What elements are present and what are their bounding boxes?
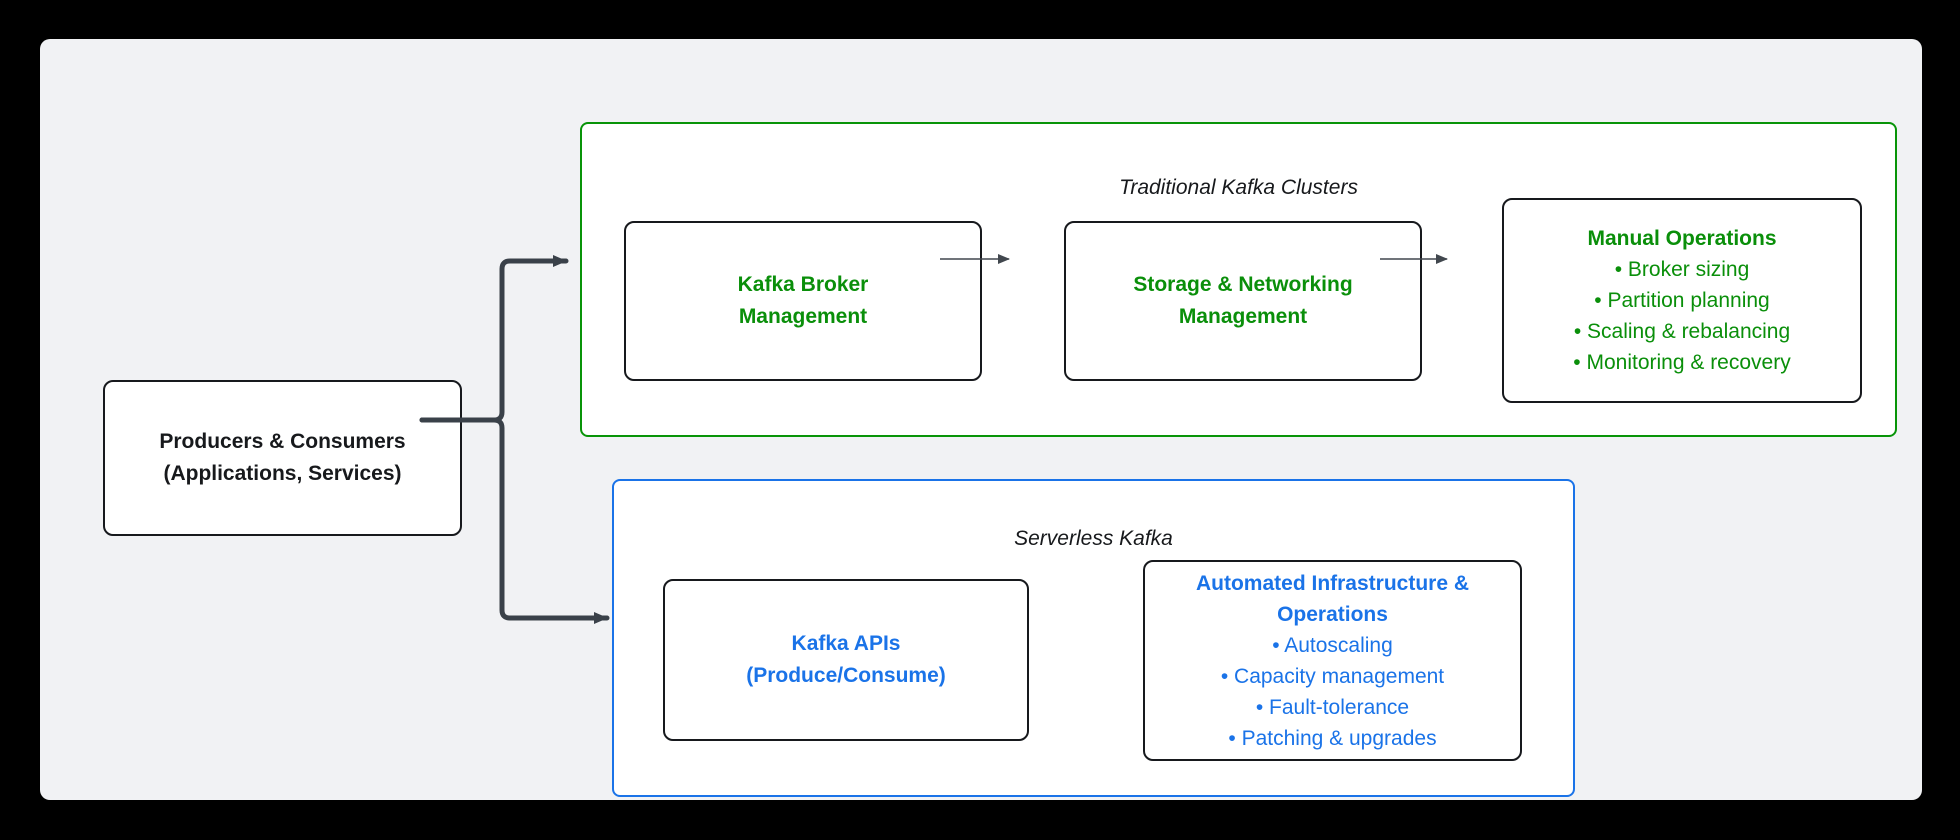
kafka-broker-management-box: Kafka Broker Management <box>624 221 982 381</box>
producers-consumers-box: Producers & Consumers (Applications, Ser… <box>103 380 462 536</box>
kafka-apis-label-line2: (Produce/Consume) <box>746 664 946 687</box>
automated-infrastructure-item: • Patching & upgrades <box>1228 726 1437 750</box>
manual-operations-item: • Partition planning <box>1594 289 1770 312</box>
manual-operations-item: • Broker sizing <box>1614 258 1750 281</box>
manual-operations-box: Manual Operations • Broker sizing • Part… <box>1502 198 1862 403</box>
automated-infrastructure-item: • Autoscaling <box>1272 633 1393 657</box>
kafka-broker-label-line1: Kafka Broker <box>737 273 869 296</box>
storage-networking-label-line1: Storage & Networking <box>1133 273 1353 296</box>
automated-infrastructure-operations-box: Automated Infrastructure & Operations • … <box>1143 560 1522 761</box>
producers-consumers-label-line2: (Applications, Services) <box>163 462 402 485</box>
automated-infrastructure-item: • Capacity management <box>1220 664 1445 688</box>
kafka-apis-label-line1: Kafka APIs <box>791 632 901 655</box>
manual-operations-item: • Scaling & rebalancing <box>1573 320 1791 343</box>
kafka-apis-box: Kafka APIs (Produce/Consume) <box>663 579 1029 741</box>
automated-infrastructure-item: • Fault-tolerance <box>1255 695 1410 719</box>
manual-operations-title: Manual Operations <box>1587 227 1777 250</box>
traditional-kafka-clusters-title: Traditional Kafka Clusters <box>1119 176 1358 199</box>
serverless-kafka-group: Serverless Kafka Kafka APIs (Produce/Con… <box>612 479 1575 797</box>
producers-consumers-label-line1: Producers & Consumers <box>159 430 406 453</box>
serverless-kafka-title: Serverless Kafka <box>1014 527 1173 550</box>
storage-networking-label-line2: Management <box>1178 305 1308 328</box>
traditional-kafka-clusters-group: Traditional Kafka Clusters Kafka Broker … <box>580 122 1897 437</box>
storage-networking-management-box: Storage & Networking Management <box>1064 221 1422 381</box>
manual-operations-item: • Monitoring & recovery <box>1573 351 1791 374</box>
diagram-canvas: Producers & Consumers (Applications, Ser… <box>40 39 1922 800</box>
automated-infrastructure-title: Automated Infrastructure & Operations <box>1195 571 1470 626</box>
kafka-broker-label-line2: Management <box>738 305 868 328</box>
